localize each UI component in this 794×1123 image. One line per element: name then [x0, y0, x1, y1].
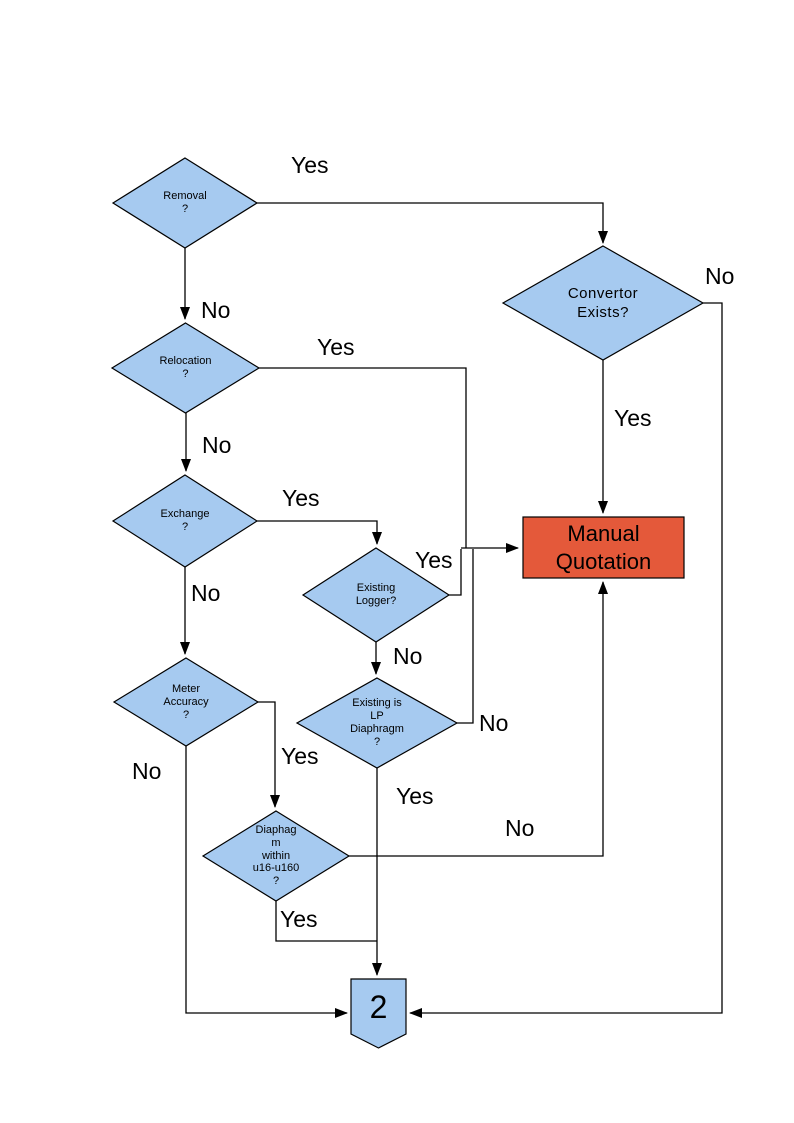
flowchart-edges: [180, 202, 723, 1018]
diaphragm-range-decision-shape: [201, 810, 351, 902]
flowchart-shapes: [110, 157, 705, 1049]
lp-diaphragm-decision-shape: [295, 677, 459, 769]
convertor-exists-decision-shape: [501, 245, 705, 361]
manual-quotation-process-shape: [522, 516, 685, 579]
edge-removal-yes: [257, 202, 608, 244]
edge-diaphragm-range-yes: [275, 901, 377, 942]
edge-diaphragm-range-no: [349, 581, 608, 857]
edge-exchange-yes: [257, 520, 382, 545]
edge-meter-accuracy-yes: [258, 701, 280, 808]
edge-convertor-no: [409, 302, 723, 1018]
existing-logger-decision-shape: [301, 547, 451, 643]
edge-meter-accuracy-no: [185, 746, 348, 1018]
edge-relocation-yes: [259, 367, 467, 548]
edge-existing-logger-yes: [449, 549, 462, 596]
exchange-decision-shape: [111, 474, 259, 568]
relocation-decision-shape: [110, 322, 261, 414]
removal-decision-shape: [111, 157, 259, 249]
meter-accuracy-decision-shape: [112, 657, 260, 747]
offpage-connector-shape: [350, 978, 407, 1049]
edge-lp-diaphragm-no: [457, 549, 474, 724]
